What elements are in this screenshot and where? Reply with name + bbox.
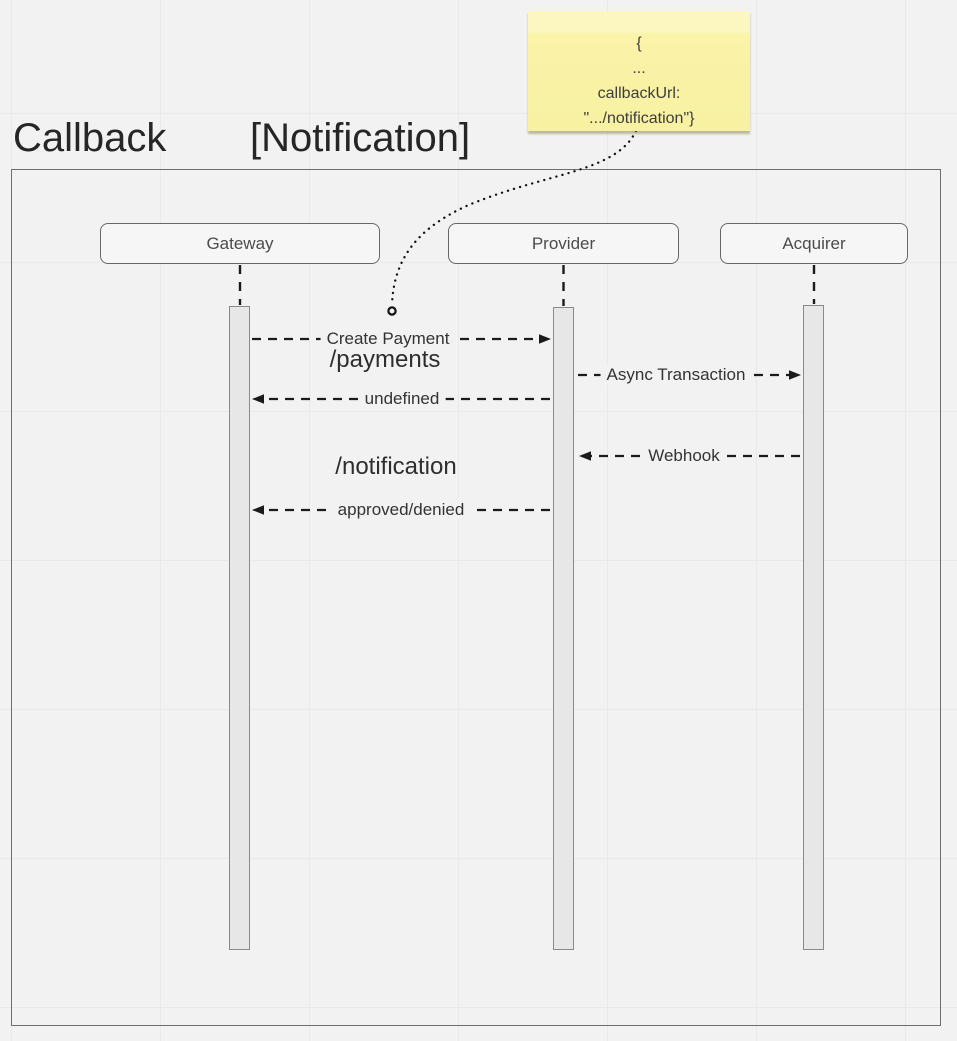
message-label-approved-denied[interactable]: approved/denied xyxy=(331,500,471,520)
activation-bar-gateway[interactable] xyxy=(229,306,250,950)
actor-acquirer[interactable]: Acquirer xyxy=(720,223,908,264)
annotation-payments[interactable]: /payments xyxy=(329,346,441,373)
message-label-webhook[interactable]: Webhook xyxy=(642,446,726,466)
diagram-title-bracket: [Notification] xyxy=(250,116,471,160)
diagram-frame xyxy=(11,169,941,1026)
actor-provider[interactable]: Provider xyxy=(448,223,679,264)
sticky-note[interactable]: { ... callbackUrl: ".../notification"} xyxy=(528,11,750,131)
note-line: callbackUrl: xyxy=(597,85,681,102)
message-label-async-transaction[interactable]: Async Transaction xyxy=(600,365,752,385)
actor-provider-label: Provider xyxy=(531,233,596,253)
note-line: ".../notification"} xyxy=(583,110,695,127)
actor-gateway-label: Gateway xyxy=(206,233,274,253)
note-line: { xyxy=(636,35,642,52)
actor-gateway[interactable]: Gateway xyxy=(100,223,380,264)
actor-acquirer-label: Acquirer xyxy=(782,233,846,253)
activation-bar-provider[interactable] xyxy=(553,307,574,950)
note-line: ... xyxy=(632,60,646,77)
diagram-title: Callback xyxy=(13,116,167,160)
annotation-notification[interactable]: /notification xyxy=(335,453,457,480)
message-label-undefined[interactable]: undefined xyxy=(358,389,446,409)
activation-bar-acquirer[interactable] xyxy=(803,305,824,950)
